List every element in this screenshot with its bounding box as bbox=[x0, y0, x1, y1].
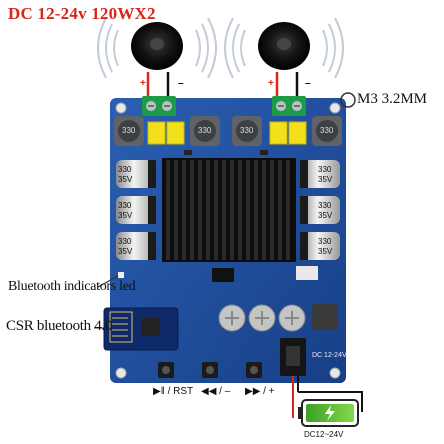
dc-jack-label: DC 12-24V bbox=[312, 352, 347, 359]
product-title: DC 12-24v 120WX2 bbox=[8, 4, 156, 23]
bluetooth-module bbox=[103, 307, 179, 351]
heatsink-fin bbox=[166, 160, 170, 260]
polarity-minus-right: – bbox=[305, 78, 311, 89]
mount-hole-icon bbox=[340, 92, 356, 108]
bluetooth-led bbox=[118, 272, 124, 278]
button-label-prev: ◀◀ / – bbox=[201, 386, 231, 397]
small-capacitors bbox=[218, 304, 306, 332]
electrolytic-capacitors-left bbox=[116, 160, 156, 260]
button-label-play: ▶‖ / RST bbox=[153, 386, 194, 397]
heatsink-fin bbox=[254, 160, 258, 260]
inductor-value: 330 bbox=[122, 126, 136, 135]
cap-value: 330 bbox=[118, 201, 132, 210]
inductor-value: 330 bbox=[320, 126, 334, 135]
push-buttons bbox=[158, 362, 262, 378]
battery-label: DC12~24V bbox=[304, 430, 344, 439]
heatsink-fin bbox=[230, 160, 234, 260]
button-label-next: ▶▶ / + bbox=[245, 386, 275, 397]
heatsink-fin bbox=[190, 160, 194, 260]
heatsink-fin bbox=[246, 160, 250, 260]
heatsink-fin bbox=[206, 160, 210, 260]
cap-volts: 35V bbox=[118, 175, 133, 184]
cap-volts: 35V bbox=[318, 175, 333, 184]
cap-value: 330 bbox=[318, 237, 332, 246]
heatsink-fin bbox=[214, 160, 218, 260]
cap-value: 330 bbox=[118, 165, 132, 174]
terminal-left bbox=[142, 96, 176, 116]
battery-icon bbox=[298, 399, 359, 427]
mount-hole-label: M3 3.2MM bbox=[357, 91, 428, 107]
cap-volts: 35V bbox=[118, 211, 133, 220]
bluetooth-module-label: CSR bluetooth 4.0 bbox=[6, 318, 113, 334]
speaker-left bbox=[97, 17, 217, 79]
speaker-right bbox=[224, 17, 344, 79]
cap-volts: 35V bbox=[118, 247, 133, 256]
polarity-plus-right: + bbox=[268, 78, 274, 89]
inductors bbox=[114, 116, 342, 146]
heatsink-fin bbox=[270, 160, 274, 260]
inductor-value: 330 bbox=[240, 126, 254, 135]
dc-jack bbox=[280, 338, 306, 376]
heatsink-fin bbox=[174, 160, 178, 260]
terminal-right bbox=[272, 96, 306, 116]
heatsink bbox=[162, 158, 296, 262]
heatsink-fin bbox=[262, 160, 266, 260]
heatsink-fin bbox=[238, 160, 242, 260]
cap-volts: 35V bbox=[318, 247, 333, 256]
bluetooth-led-label: Bluetooth indicators led bbox=[8, 279, 136, 294]
polarity-minus-left: – bbox=[178, 78, 184, 89]
heatsink-fin bbox=[198, 160, 202, 260]
cap-volts: 35V bbox=[318, 211, 333, 220]
cap-value: 330 bbox=[318, 201, 332, 210]
heatsink-fin bbox=[286, 160, 290, 260]
heatsink-fin bbox=[222, 160, 226, 260]
electrolytic-capacitors-right bbox=[300, 160, 340, 260]
polarity-plus-left: + bbox=[140, 78, 146, 89]
film-capacitors bbox=[147, 121, 307, 145]
heatsink-fin bbox=[182, 160, 186, 260]
heatsink-fin bbox=[278, 160, 282, 260]
chip bbox=[212, 268, 234, 282]
inductor-value: 330 bbox=[198, 126, 212, 135]
cap-value: 330 bbox=[118, 237, 132, 246]
cap-value: 330 bbox=[318, 165, 332, 174]
